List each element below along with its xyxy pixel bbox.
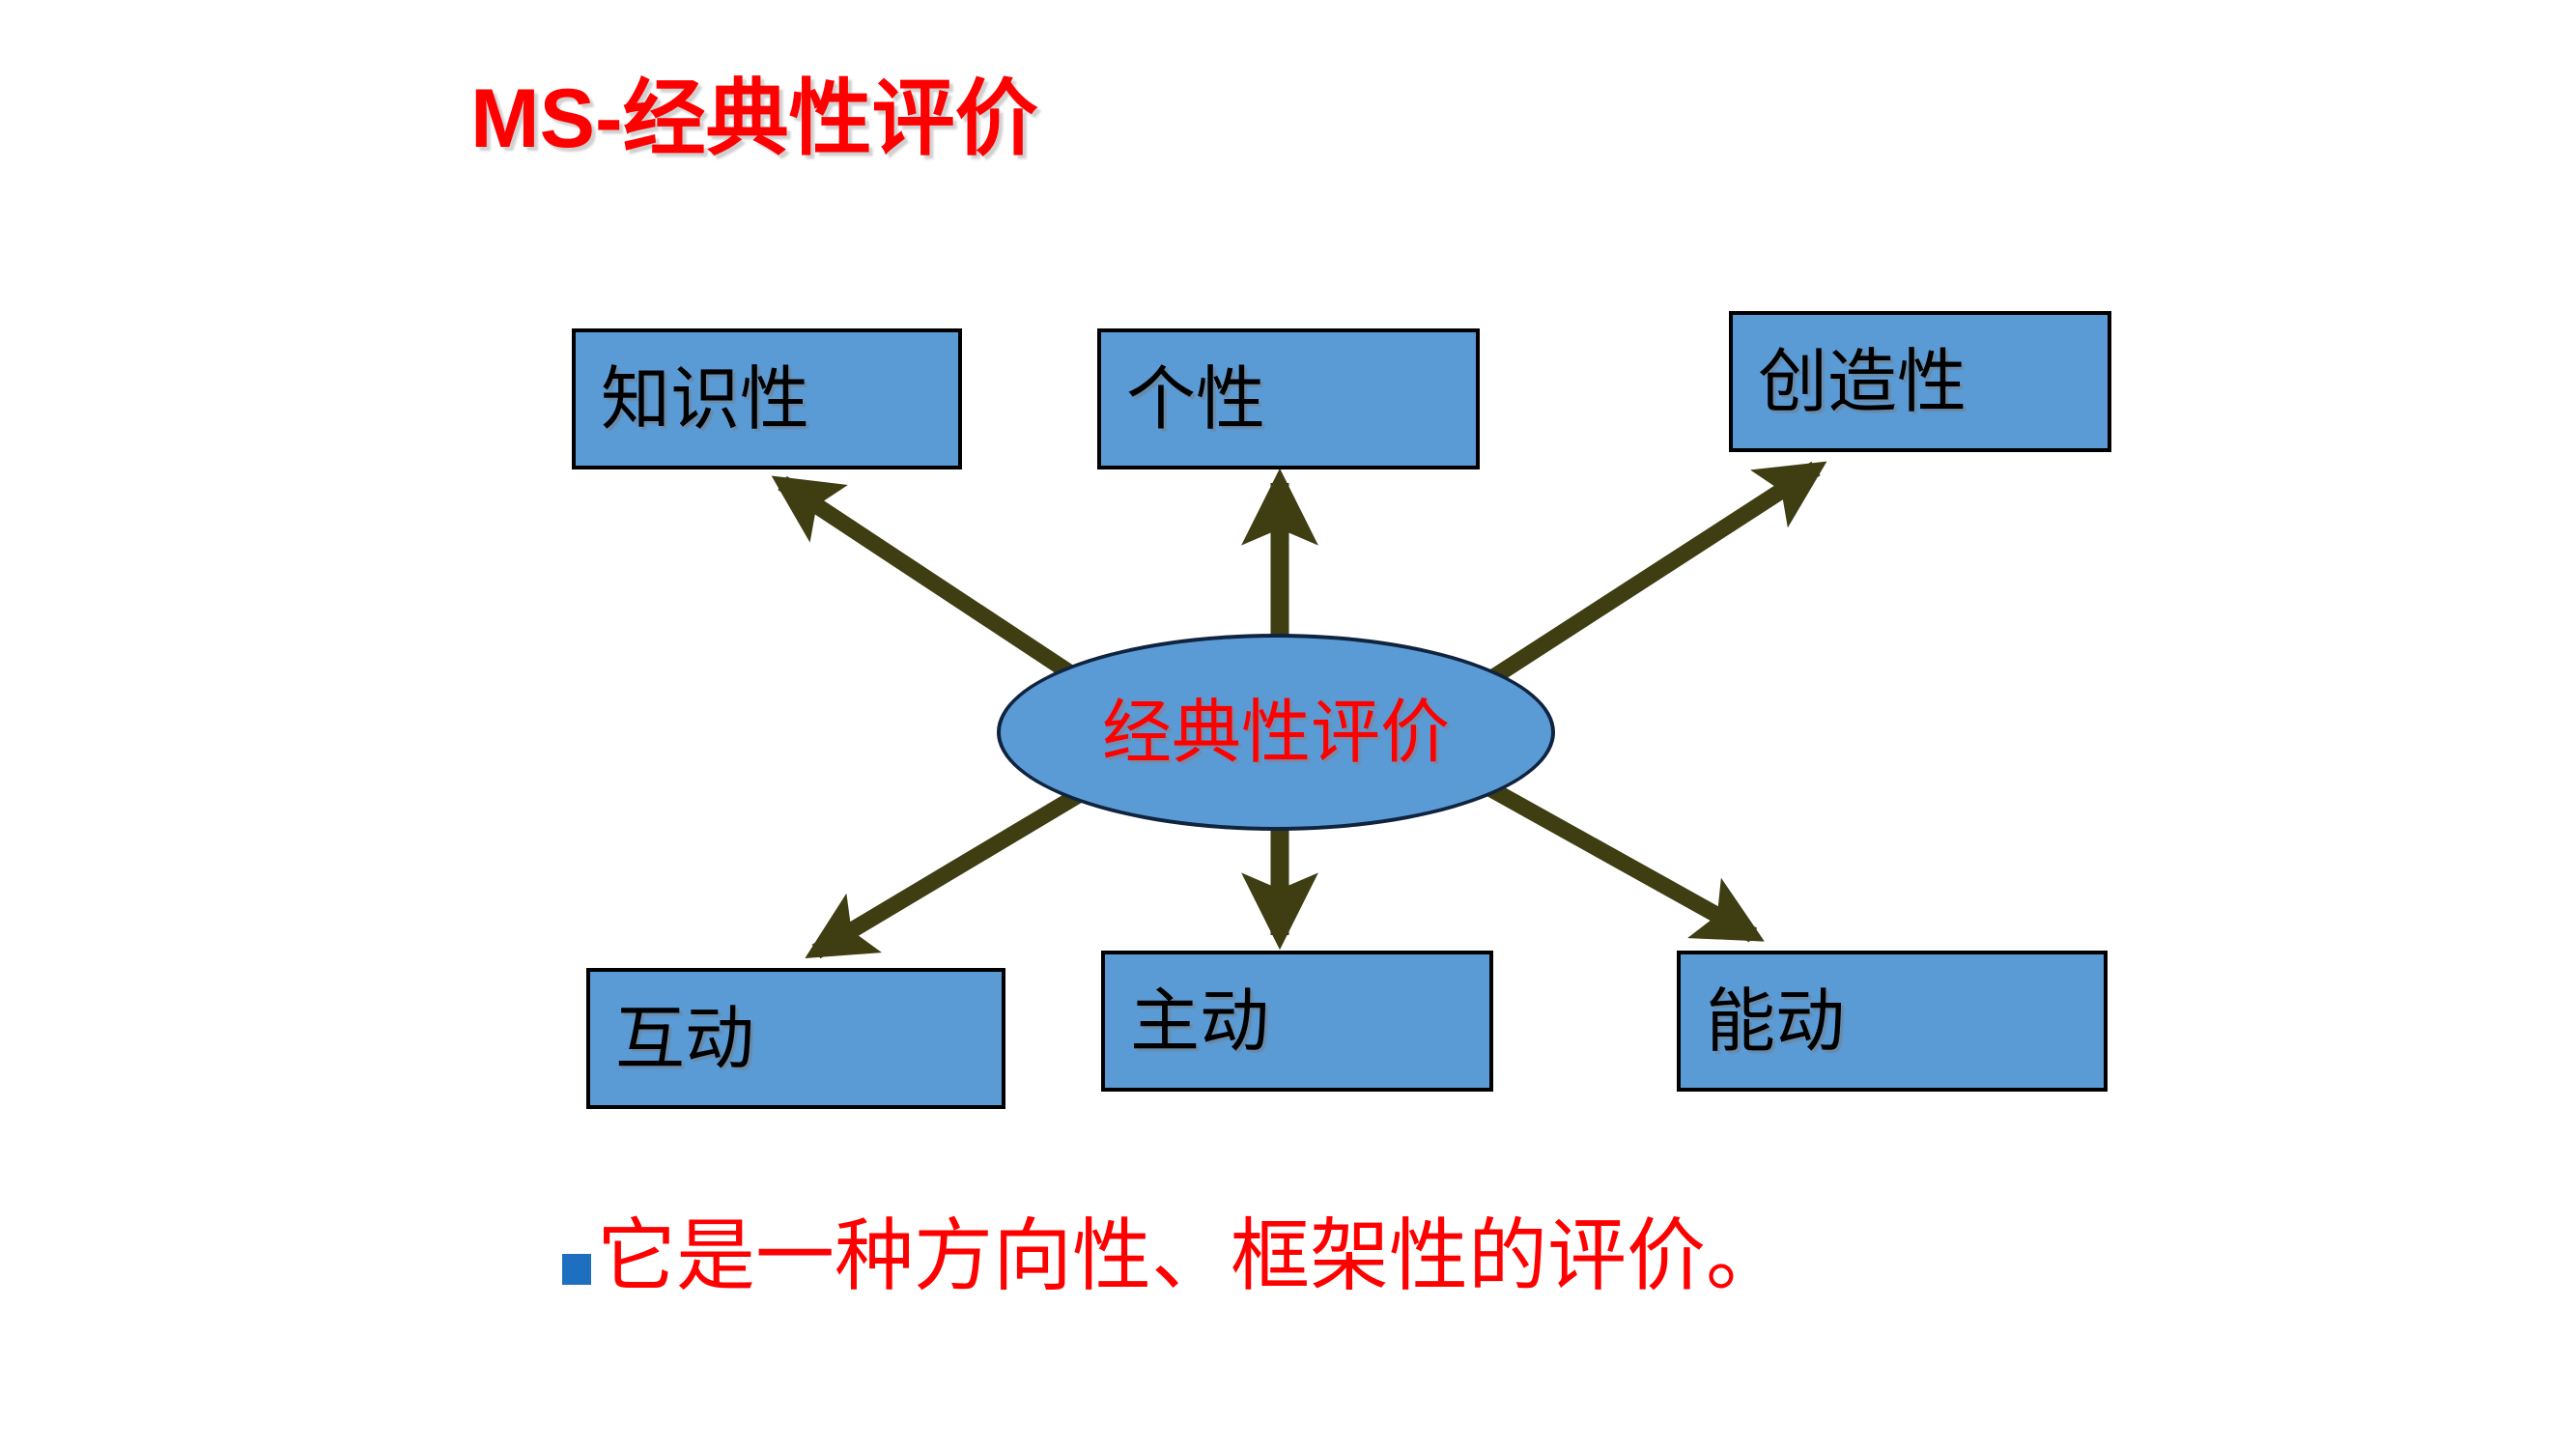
page-title-cjk: 经典性评价 [622,71,1038,167]
node-label: 能动 [1706,981,1846,1062]
node-label: 互动 [615,998,755,1079]
footer-bullet-text: 它是一种方向性、框架性的评价。 [597,1210,1786,1302]
footer-bullet-item: 它是一种方向性、框架性的评价。 [562,1210,1786,1302]
node-label: 知识性 [601,358,810,440]
center-node-jingdianxingpingjia[interactable]: 经典性评价 [997,634,1555,831]
square-bullet-icon [562,1254,591,1286]
page-title-latin: MS- [470,72,623,165]
arrow-center-to-zhishixing [771,475,1080,684]
node-label: 主动 [1130,981,1270,1062]
node-box-zhishixing[interactable]: 知识性 [572,328,962,469]
node-box-chuangzaoxing[interactable]: 创造性 [1729,311,2111,452]
node-box-gexing[interactable]: 个性 [1097,328,1480,469]
arrow-center-to-chuangzaoxing [1483,461,1827,689]
node-box-zhudong[interactable]: 主动 [1101,951,1493,1092]
center-node-label: 经典性评价 [1101,692,1450,773]
node-box-nengdong[interactable]: 能动 [1677,951,2108,1092]
page-title: MS-经典性评价 [470,77,1038,160]
arrow-center-to-hudong [805,780,1096,959]
node-label: 个性 [1126,358,1266,440]
node-label: 创造性 [1758,341,1967,422]
arrow-center-to-nengdong [1478,777,1765,943]
node-box-hudong[interactable]: 互动 [586,968,1005,1109]
